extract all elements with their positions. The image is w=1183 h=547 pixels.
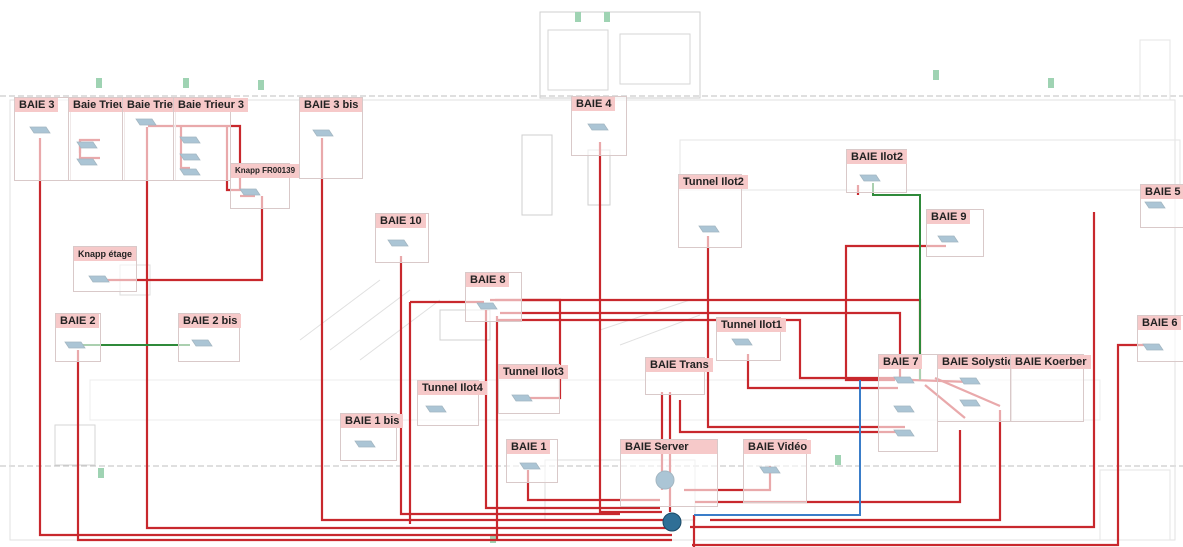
bay-baie-9: BAIE 9: [926, 209, 984, 257]
bay-label: Knapp FR00139: [231, 164, 300, 178]
bay-baie-2: BAIE 2: [55, 313, 101, 362]
bay-baie-trans: BAIE Trans: [645, 357, 713, 395]
bay-baie-5: BAIE 5: [1140, 184, 1183, 228]
bay-tunnel-ilot2: Tunnel Ilot2: [678, 174, 748, 248]
bay-label: Tunnel Ilot4: [418, 381, 487, 395]
bay-baie-6: BAIE 6: [1137, 315, 1183, 362]
bay-baie-ilot2: BAIE Ilot2: [846, 149, 907, 193]
fiber-cables: [38, 124, 1150, 547]
core-router-icon: [662, 512, 682, 532]
bay-baie-3-bis: BAIE 3 bis: [299, 97, 363, 179]
bay-baie-koerber: BAIE Koerber: [1010, 354, 1091, 422]
bay-baie-7: BAIE 7: [878, 354, 938, 452]
bay-label: BAIE 3 bis: [300, 98, 363, 112]
bay-baie-4: BAIE 4: [571, 96, 627, 156]
bay-tunnel-ilot3: Tunnel Ilot3: [498, 364, 568, 414]
bay-label: BAIE 6: [1138, 316, 1182, 330]
bay-label: BAIE 2: [56, 314, 100, 328]
bay-knapp-etage: Knapp étage: [73, 246, 137, 292]
bay-trieur-3: Baie Trieur 3: [173, 97, 249, 181]
bay-trieur-2: Baie Trieur 2: [68, 97, 144, 181]
bay-baie-8: BAIE 8: [465, 272, 522, 322]
bay-baie-1: BAIE 1: [506, 439, 558, 483]
bay-label: BAIE Vidéo: [744, 440, 812, 454]
bay-label: BAIE 7: [879, 355, 923, 369]
bay-tunnel-ilot4: Tunnel Ilot4: [417, 380, 487, 426]
bay-baie-10: BAIE 10: [375, 213, 429, 263]
bay-baie-3: BAIE 3: [14, 97, 71, 181]
bay-label: BAIE 1 bis: [341, 414, 404, 428]
bay-tunnel-ilot1: Tunnel Ilot1: [716, 317, 786, 361]
bay-baie-2-bis: BAIE 2 bis: [178, 313, 242, 362]
bay-baie-server: BAIE Server: [620, 439, 718, 507]
bay-label: BAIE 9: [927, 210, 971, 224]
bay-label: BAIE 8: [466, 273, 510, 287]
bay-baie-solystic: BAIE Solystic: [937, 354, 1018, 422]
bay-label: Baie Trieur: [123, 98, 188, 112]
bay-label: BAIE Trans: [646, 358, 713, 372]
building-outline: [0, 11, 1183, 541]
bay-baie-video: BAIE Vidéo: [743, 439, 812, 503]
bay-label: Tunnel Ilot2: [679, 175, 748, 189]
bay-label: BAIE 1: [507, 440, 551, 454]
bay-label: BAIE Server: [621, 440, 717, 454]
bay-label: Knapp étage: [74, 247, 137, 261]
bay-label: BAIE Ilot2: [847, 150, 907, 164]
bay-label: BAIE Koerber: [1011, 355, 1091, 369]
bay-label: BAIE 2 bis: [179, 314, 242, 328]
bay-knapp-fr00139: Knapp FR00139: [230, 163, 300, 209]
bay-baie-1-bis: BAIE 1 bis: [340, 413, 404, 461]
bay-label: BAIE 5: [1141, 185, 1183, 199]
bay-label: BAIE 10: [376, 214, 426, 228]
bay-label: Baie Trieur 3: [174, 98, 249, 112]
bay-label: Tunnel Ilot3: [499, 365, 568, 379]
bay-label: BAIE Solystic: [938, 355, 1018, 369]
bay-label: BAIE 3: [15, 98, 59, 112]
bay-trieur: Baie Trieur: [122, 97, 188, 181]
wall-markers: [96, 12, 1054, 543]
bay-label: BAIE 4: [572, 97, 616, 111]
bay-label: Tunnel Ilot1: [717, 318, 786, 332]
